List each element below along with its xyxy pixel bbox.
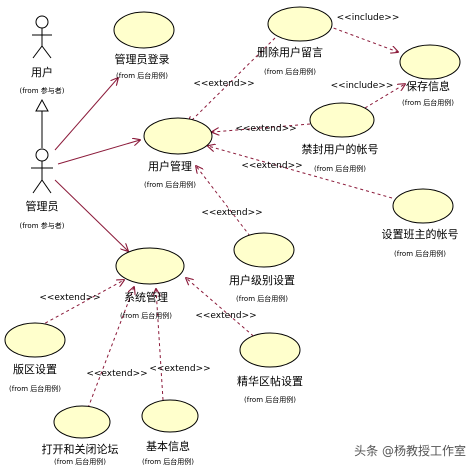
actor-user-from: (from 参与者) [20, 86, 65, 95]
usecase-ban-account-name: 禁封用户的帐号 [302, 142, 379, 156]
usecase-system-mgmt[interactable]: 系统管理 (from 后台用例) [115, 247, 185, 320]
usecase-user-mgmt-name: 用户管理 [148, 159, 192, 173]
actor-admin[interactable]: 管理员 (from 参与者) [20, 148, 65, 230]
dependencies [39, 25, 405, 409]
usecase-toggle-forum-name: 打开和关闭论坛 [42, 442, 119, 456]
usecase-save-info-from: (from 后台用例) [402, 98, 454, 107]
usecase-essence-set-name: 精华区帖设置 [237, 374, 303, 388]
usecase-user-level-from: (from 后台用例) [236, 294, 288, 303]
usecase-section-set-from: (from 后台用例) [9, 384, 61, 393]
usecase-system-mgmt-name: 系统管理 [124, 290, 168, 304]
stereotype-extend-2: <<extend>> [235, 124, 296, 134]
stereotype-extend-4: <<extend>> [201, 208, 262, 218]
stereotype-include-1: <<include>> [337, 13, 400, 23]
usecase-toggle-forum-from: (from 后台用例) [54, 457, 106, 466]
generalization-arrow [35, 98, 49, 148]
usecase-basic-info-from: (from 后台用例) [142, 457, 194, 466]
usecase-user-mgmt-from: (from 后台用例) [144, 180, 196, 189]
usecase-essence-set-from: (from 后台用例) [244, 395, 296, 404]
usecase-system-mgmt-from: (from 后台用例) [120, 311, 172, 320]
stereotype-extend-1: <<extend>> [193, 79, 254, 89]
usecase-set-moderator[interactable]: 设置班主的帐号 (from 后台用例) [382, 188, 459, 258]
usecase-essence-set[interactable]: 精华区帖设置 (from 后台用例) [237, 332, 303, 404]
usecase-save-info[interactable]: 保存信息 (from 后台用例) [399, 44, 461, 107]
usecase-delete-msg[interactable]: 删除用户留言 (from 后台用例) [257, 6, 333, 76]
usecase-admin-login[interactable]: 管理员登录 (from 后台用例) [113, 11, 175, 80]
usecase-set-moderator-name: 设置班主的帐号 [382, 227, 459, 241]
usecase-section-set-name: 版区设置 [13, 362, 57, 376]
usecase-basic-info[interactable]: 基本信息 (from 后台用例) [141, 399, 199, 466]
stereotype-extend-7: <<extend>> [86, 369, 147, 379]
usecase-user-level-name: 用户级别设置 [229, 273, 295, 287]
usecase-admin-login-from: (from 后台用例) [116, 71, 168, 80]
usecase-user-level[interactable]: 用户级别设置 (from 后台用例) [229, 232, 295, 303]
usecase-set-moderator-from: (from 后台用例) [394, 249, 446, 258]
actor-admin-from: (from 参与者) [20, 221, 65, 230]
usecase-user-mgmt[interactable]: 用户管理 (from 后台用例) [143, 117, 213, 189]
usecase-save-info-name: 保存信息 [406, 79, 450, 93]
stereotype-extend-6: <<extend>> [195, 311, 256, 321]
usecase-section-set[interactable]: 版区设置 (from 后台用例) [4, 322, 66, 393]
stereotype-labels: <<include>> <<include>> <<extend>> <<ext… [39, 13, 399, 379]
usecase-ban-account[interactable]: 禁封用户的帐号 (from 后台用例) [302, 102, 379, 173]
stereotype-extend-5: <<extend>> [39, 293, 100, 303]
usecase-ban-account-from: (from 后台用例) [314, 164, 366, 173]
actor-user-name: 用户 [31, 65, 53, 79]
actor-user[interactable]: 用户 (from 参与者) [20, 15, 65, 95]
usecase-admin-login-name: 管理员登录 [115, 52, 170, 66]
stereotype-extend-8: <<extend>> [149, 364, 210, 374]
actor-admin-name: 管理员 [26, 199, 59, 213]
stereotype-include-2: <<include>> [331, 81, 394, 91]
usecase-toggle-forum[interactable]: 打开和关闭论坛 (from 后台用例) [42, 405, 119, 466]
associations [54, 78, 140, 251]
usecase-delete-msg-name: 删除用户留言 [257, 45, 323, 59]
usecase-basic-info-name: 基本信息 [146, 439, 190, 453]
usecase-delete-msg-from: (from 后台用例) [264, 67, 316, 76]
watermark: 头条 @杨教授工作室 [354, 443, 466, 458]
stereotype-extend-3: <<extend>> [241, 161, 302, 171]
